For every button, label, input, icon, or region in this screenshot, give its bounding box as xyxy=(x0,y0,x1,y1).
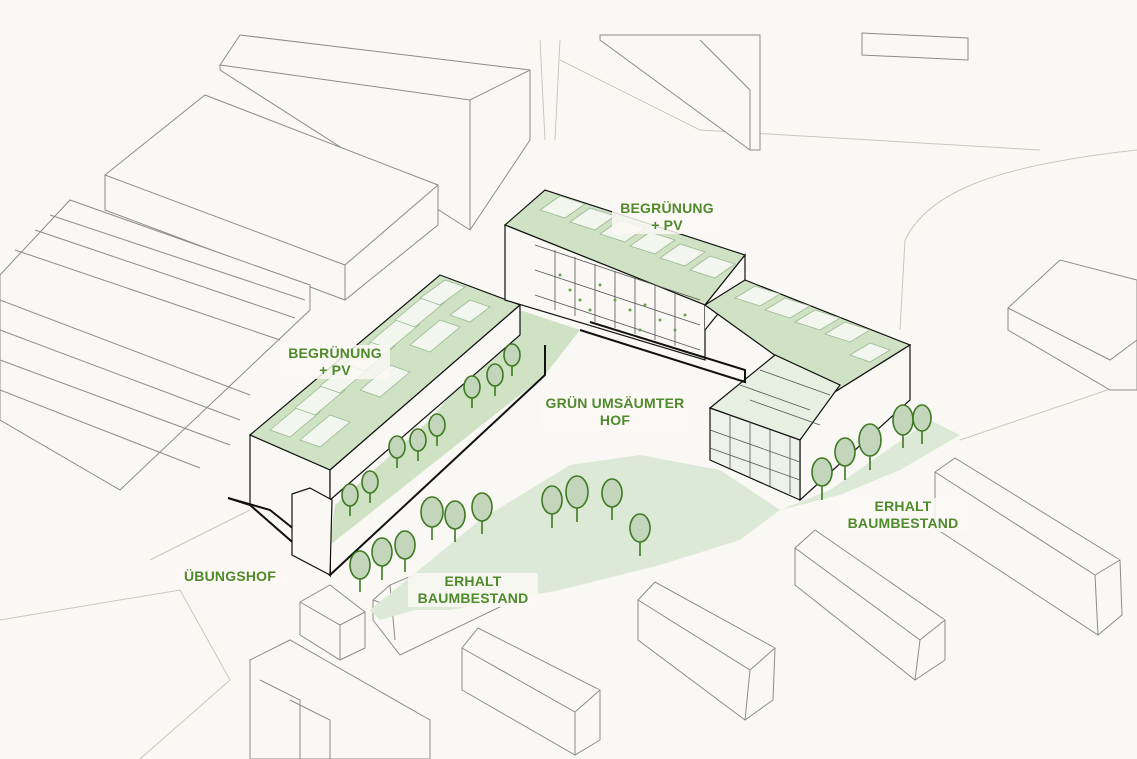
tree-group-bottom xyxy=(349,475,651,580)
label-trees-right: ERHALT BAUMBESTAND xyxy=(838,498,968,532)
label-courtyard-line1: GRÜN UMSÄUMTER xyxy=(540,395,690,412)
label-roof-left-line2: + PV xyxy=(280,362,390,379)
label-training-yard-text: ÜBUNGSHOF xyxy=(175,568,285,585)
label-courtyard: GRÜN UMSÄUMTER HOF xyxy=(540,395,690,429)
label-roof-left: BEGRÜNUNG + PV xyxy=(280,345,390,379)
label-roof-left-line1: BEGRÜNUNG xyxy=(280,345,390,362)
context-buildings xyxy=(0,32,1137,759)
label-roof-center-line1: BEGRÜNUNG xyxy=(612,200,722,217)
label-trees-bottom: ERHALT BAUMBESTAND xyxy=(408,573,538,607)
label-roof-center: BEGRÜNUNG + PV xyxy=(612,200,722,234)
label-trees-right-line1: ERHALT xyxy=(838,498,968,515)
tree-row-left-wing xyxy=(341,343,521,507)
label-training-yard: ÜBUNGSHOF xyxy=(175,568,285,585)
tree-trunks xyxy=(349,366,923,592)
street-lines xyxy=(0,39,1137,759)
facade-grid xyxy=(534,244,831,494)
label-trees-bottom-line1: ERHALT xyxy=(408,573,538,590)
tree-group-right xyxy=(811,404,932,487)
label-roof-center-line2: + PV xyxy=(612,217,722,234)
label-trees-bottom-line2: BAUMBESTAND xyxy=(408,590,538,607)
trees xyxy=(341,343,932,580)
green-facade-dots xyxy=(558,273,687,332)
label-courtyard-line2: HOF xyxy=(540,412,690,429)
label-trees-right-line2: BAUMBESTAND xyxy=(838,515,968,532)
